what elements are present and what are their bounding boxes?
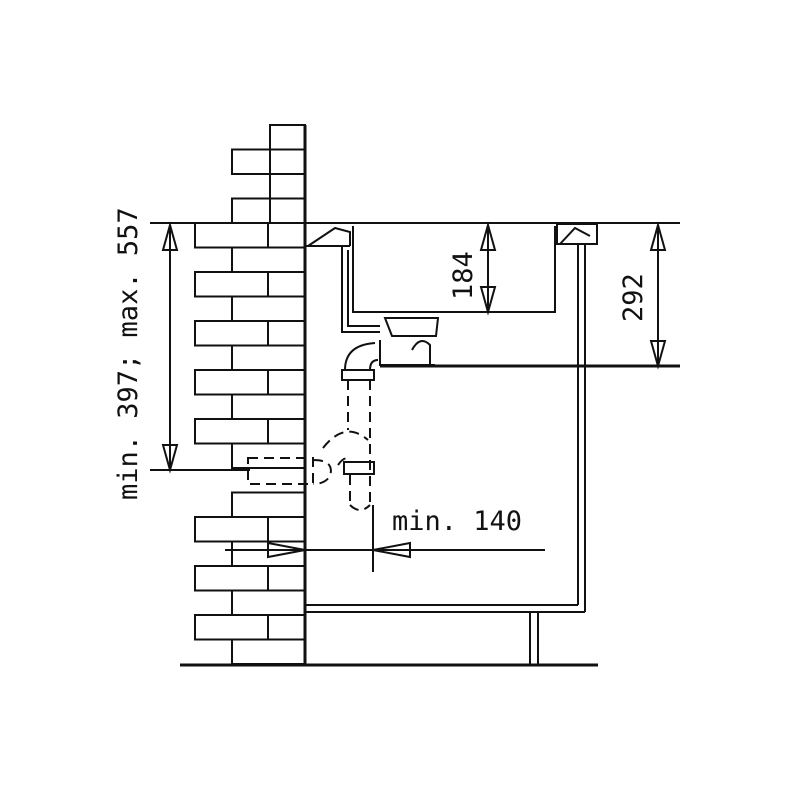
dimension-min-clearance: min. 140 bbox=[225, 505, 545, 572]
brick bbox=[231, 589, 306, 616]
brick bbox=[231, 246, 306, 273]
brick bbox=[269, 197, 306, 224]
dimension-bowl-depth: 184 bbox=[448, 221, 510, 316]
sink-bowl bbox=[341, 226, 556, 333]
brick bbox=[231, 148, 271, 175]
brick bbox=[269, 148, 306, 175]
brick bbox=[231, 197, 271, 224]
brick bbox=[194, 565, 269, 592]
brick bbox=[194, 614, 269, 641]
dimension-drain-height: min. 397; max. 557 bbox=[113, 207, 250, 500]
min-clearance-label: min. 140 bbox=[392, 506, 522, 537]
bowl-depth-label: 184 bbox=[448, 251, 479, 300]
brick bbox=[267, 418, 306, 445]
brick bbox=[269, 124, 306, 151]
brick bbox=[267, 369, 306, 396]
drain-assembly bbox=[341, 317, 680, 381]
brick bbox=[231, 295, 306, 322]
dimension-total-depth: 292 bbox=[618, 221, 667, 370]
brick bbox=[231, 491, 306, 518]
brick bbox=[231, 638, 306, 665]
brick bbox=[267, 516, 306, 543]
brick bbox=[231, 344, 306, 371]
cabinet bbox=[305, 245, 586, 665]
brick bbox=[269, 173, 306, 200]
brick bbox=[194, 516, 269, 543]
brick-wall bbox=[194, 124, 306, 665]
total-depth-label: 292 bbox=[618, 273, 649, 322]
brick bbox=[194, 271, 269, 298]
brick bbox=[231, 442, 306, 469]
brick bbox=[194, 369, 269, 396]
countertop bbox=[150, 222, 680, 247]
brick bbox=[267, 614, 306, 641]
drain-height-label: min. 397; max. 557 bbox=[113, 207, 144, 500]
brick bbox=[267, 271, 306, 298]
brick bbox=[267, 565, 306, 592]
brick bbox=[194, 222, 269, 249]
brick bbox=[194, 320, 269, 347]
brick bbox=[231, 393, 306, 420]
brick bbox=[267, 222, 306, 249]
brick bbox=[267, 320, 306, 347]
brick bbox=[194, 418, 269, 445]
